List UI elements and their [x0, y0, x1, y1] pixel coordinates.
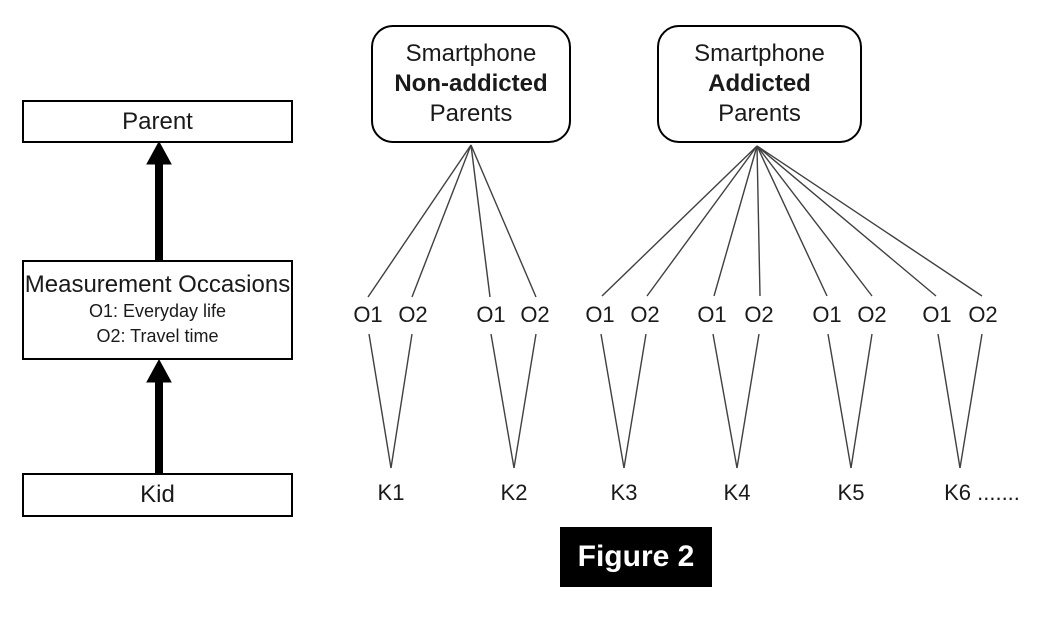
figure-caption: Figure 2: [560, 527, 712, 587]
occasion-2-definition: O2: Travel time: [96, 326, 219, 346]
kid-item-label: K5: [837, 480, 865, 505]
occasion-label: O2: [398, 302, 428, 327]
kid-item-label: K6 .......: [944, 480, 1020, 505]
group-line: Smartphone: [405, 40, 537, 67]
parent-box: Parent: [22, 100, 293, 143]
kid-label: Kid: [140, 481, 175, 508]
occasion-label: O1: [697, 302, 727, 327]
occasion-label: O1: [585, 302, 615, 327]
occasion-1-definition: O1: Everyday life: [88, 301, 227, 321]
group-line: Parents: [429, 100, 513, 127]
occasion-label: O1: [476, 302, 506, 327]
occasion-label: O2: [520, 302, 550, 327]
group-line-emphasis: Non-addicted: [394, 70, 548, 97]
kid-box: Kid: [22, 473, 293, 517]
figure-caption-text: Figure 2: [577, 540, 695, 573]
occasion-label: O2: [857, 302, 887, 327]
occasion-label: O1: [812, 302, 842, 327]
measurement-title: Measurement Occasions: [24, 271, 291, 298]
kid-item-label: K1: [377, 480, 405, 505]
arrow-measurement-to-parent: [146, 140, 172, 260]
occasion-label: O1: [922, 302, 952, 327]
group-line-emphasis: Addicted: [708, 70, 811, 97]
occasion-label: O2: [968, 302, 998, 327]
group-line: Parents: [718, 100, 801, 127]
arrow-kid-to-measurement: [146, 358, 172, 474]
non-addicted-parents-box: Smartphone Non-addicted Parents: [371, 25, 571, 143]
occasion-label: O1: [353, 302, 383, 327]
kid-item-label: K3: [610, 480, 638, 505]
kid-item-label: K4: [723, 480, 751, 505]
group-line: Smartphone: [694, 40, 825, 67]
occasion-label: O2: [744, 302, 774, 327]
occasion-label: O2: [630, 302, 660, 327]
parent-label: Parent: [122, 107, 193, 135]
occasion-to-kid-lines: [368, 333, 983, 469]
fan-lines-non-addicted: [367, 144, 537, 298]
kid-item-label: K2: [500, 480, 528, 505]
addicted-parents-box: Smartphone Addicted Parents: [657, 25, 862, 143]
measurement-occasions-box: Measurement Occasions O1: Everyday life …: [22, 260, 293, 360]
fan-lines-addicted: [601, 145, 983, 297]
